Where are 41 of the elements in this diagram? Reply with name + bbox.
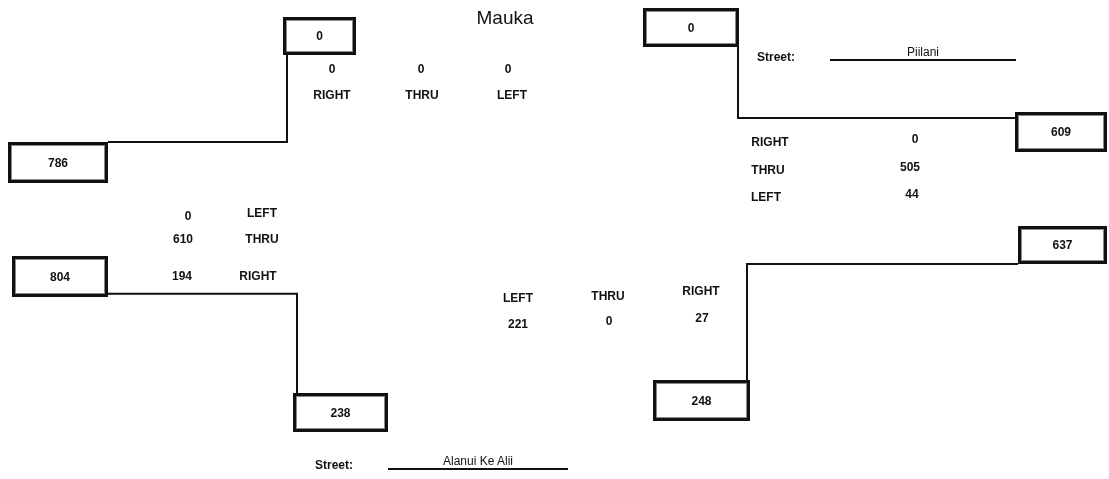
movement-label: 221: [508, 317, 528, 331]
movement-label: 0: [911, 132, 919, 146]
curb-line: [107, 292, 298, 394]
movement-label: 0: [504, 62, 512, 76]
volume-box: 804: [12, 256, 108, 297]
movement-label: 0: [328, 62, 336, 76]
movement-label: RIGHT: [751, 135, 789, 149]
curb-line: [107, 54, 288, 143]
movement-label: 505: [900, 160, 920, 174]
movement-label: RIGHT: [239, 269, 277, 283]
movement-label: THRU: [751, 163, 785, 177]
movement-label: LEFT: [751, 190, 781, 204]
movement-label: 610: [173, 232, 193, 246]
movement-label: RIGHT: [313, 88, 351, 102]
curb-line: [737, 46, 1016, 119]
movement-label: 44: [905, 187, 919, 201]
street-name: Alanui Ke Alii: [388, 454, 568, 470]
direction-label: Mauka: [476, 7, 534, 29]
movement-label: 0: [605, 314, 613, 328]
volume-box: 637: [1018, 226, 1107, 264]
volume-box: 248: [653, 380, 750, 421]
movement-label: THRU: [591, 289, 625, 303]
volume-box: 0: [643, 8, 739, 47]
movement-label: 194: [172, 269, 192, 283]
movement-label: 0: [184, 209, 192, 223]
curb-line: [746, 263, 1019, 381]
street-name: Piilani: [830, 45, 1016, 61]
movement-label: THRU: [405, 88, 439, 102]
volume-box: 0: [283, 17, 356, 55]
movement-label: LEFT: [247, 206, 277, 220]
movement-label: 0: [417, 62, 425, 76]
movement-label: RIGHT: [682, 284, 720, 298]
movement-label: LEFT: [503, 291, 533, 305]
movement-label: 27: [695, 311, 709, 325]
movement-label: Street:: [315, 458, 353, 472]
volume-box: 786: [8, 142, 108, 183]
street-label: Street:: [757, 50, 795, 64]
movement-label: THRU: [245, 232, 279, 246]
volume-box: 609: [1015, 112, 1107, 152]
movement-label: LEFT: [497, 88, 527, 102]
volume-box: 238: [293, 393, 388, 432]
